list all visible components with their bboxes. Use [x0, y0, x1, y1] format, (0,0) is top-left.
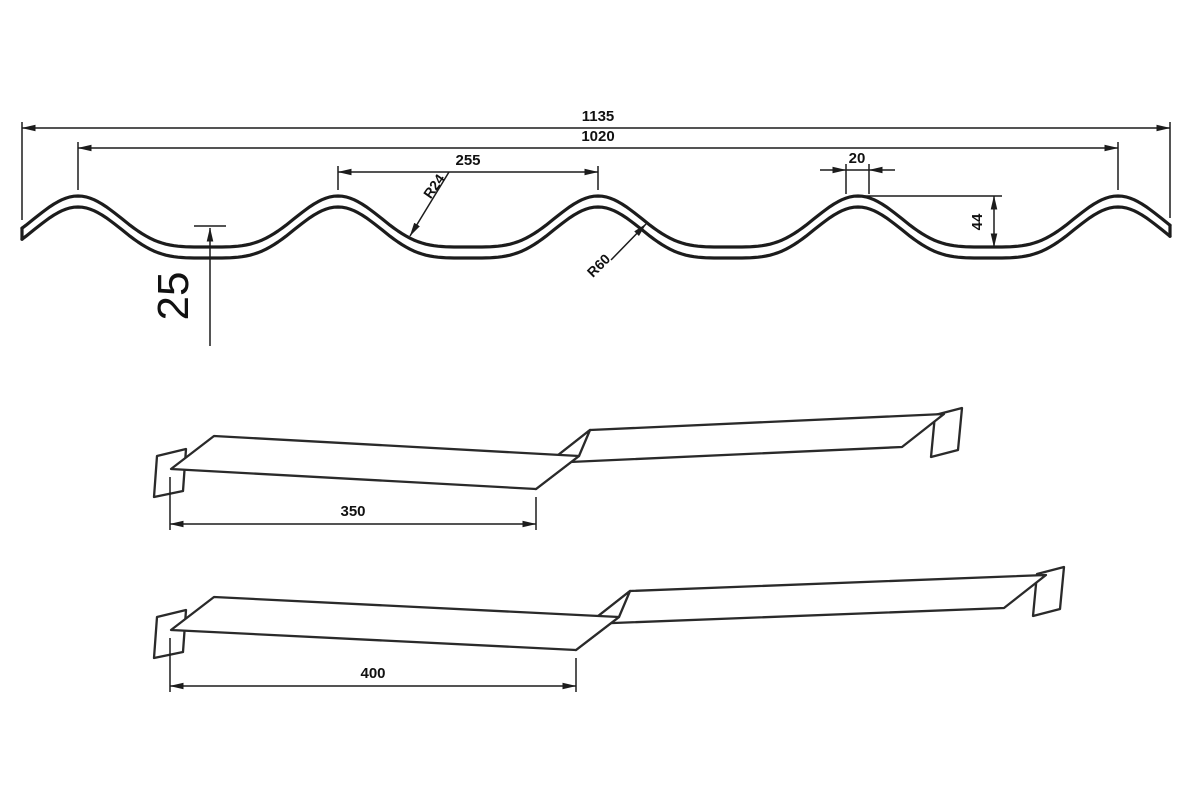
dim-step-width: 20 [820, 150, 895, 194]
sheet-top-left-panel [169, 434, 581, 491]
dim-cover-label: 1020 [581, 128, 614, 145]
sheet-module-bottom: 400 [152, 565, 1066, 692]
radius-top-leader [409, 171, 450, 237]
dim-module-top: 350 [169, 477, 537, 530]
dim-depth-label: 25 [149, 272, 198, 321]
profile-cross-section [20, 194, 1172, 260]
dim-radius-top: R24 [409, 171, 450, 237]
sheet-bottom-left-tab [152, 608, 188, 660]
dim-module-bottom: 400 [169, 638, 577, 692]
sheet-top-right-panel [546, 412, 946, 465]
dim-wave-height: 44 [864, 195, 1002, 248]
sheet-bottom-right-panel [586, 573, 1048, 626]
sheet-top-left-tab [152, 447, 188, 499]
dim-overall-label: 1135 [582, 108, 615, 125]
dim-module-top-label: 350 [340, 503, 365, 520]
profile-bottom-line [20, 205, 1172, 260]
sheet-bottom-left-panel [169, 595, 621, 652]
dim-module-bottom-label: 400 [360, 665, 385, 682]
radius-bottom-label: R60 [584, 251, 614, 281]
dim-overall-width: 1135 [21, 108, 1171, 220]
sheet-top-right-tab [929, 406, 964, 459]
dim-pitch-label: 255 [455, 152, 480, 169]
dim-step-label: 20 [849, 150, 866, 167]
profile-top-line [20, 194, 1172, 249]
dim-cover-width: 1020 [77, 128, 1119, 190]
dim-height-label: 44 [969, 213, 986, 230]
radius-bottom-leader [610, 223, 647, 261]
sheet-module-top: 350 [152, 406, 964, 530]
dim-profile-depth: 25 [149, 225, 226, 346]
radius-top-label: R24 [420, 171, 448, 201]
dim-wave-pitch: 255 [337, 152, 599, 190]
dim-radius-bottom: R60 [584, 223, 647, 281]
